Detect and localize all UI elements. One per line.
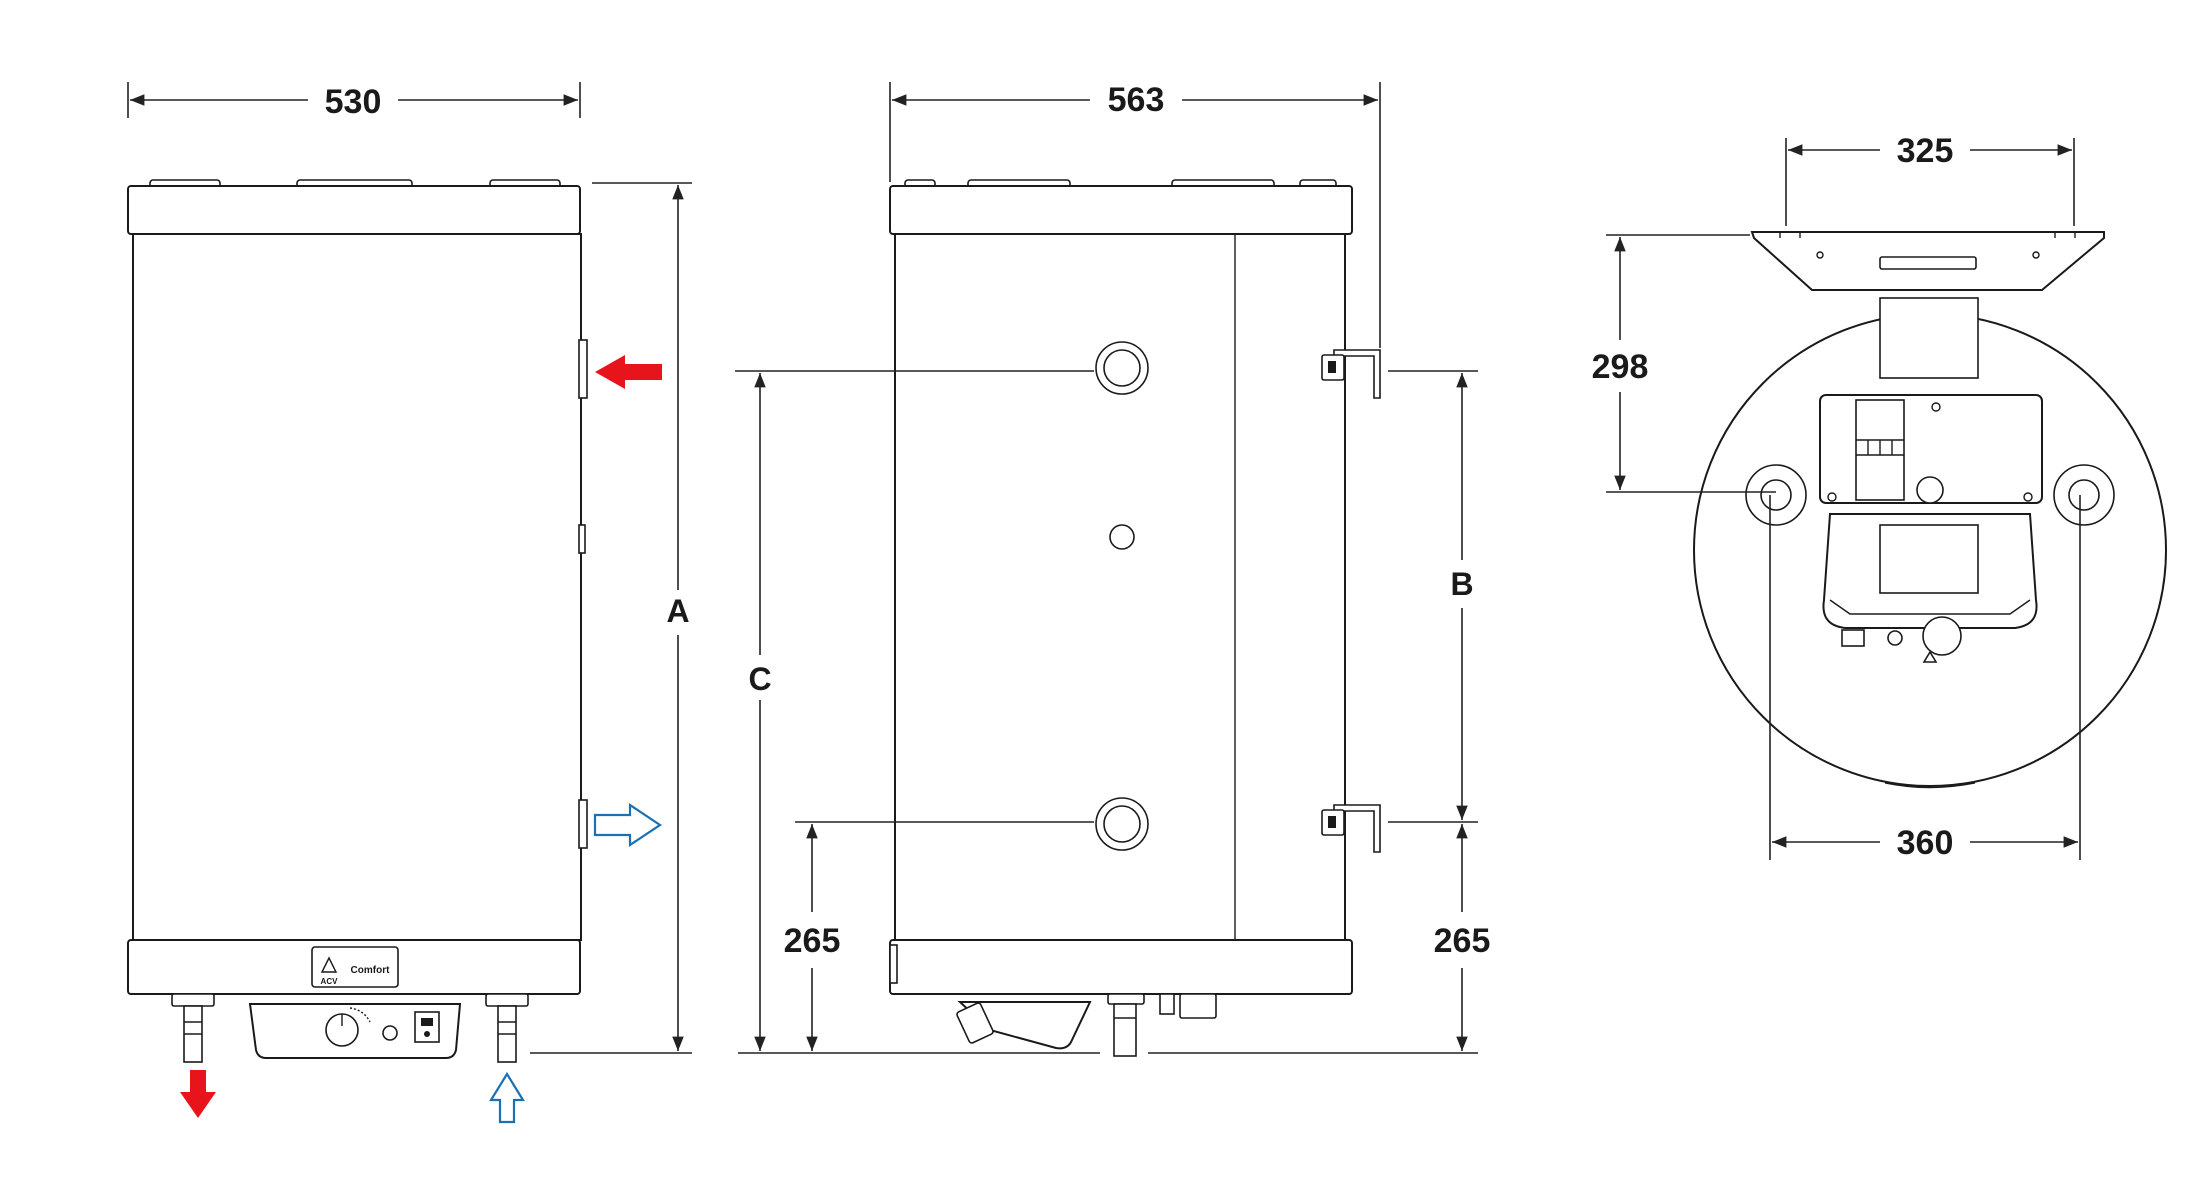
indicator-light <box>382 1025 398 1041</box>
dimension-height-b: B <box>1388 370 1478 823</box>
brand-badge <box>311 946 399 988</box>
primary-flow-in-arrow-icon <box>595 355 662 389</box>
side-control-box <box>957 1001 1092 1050</box>
top-view <box>1693 231 2167 789</box>
top-cover-plate <box>1879 297 1979 379</box>
model-name: Comfort <box>351 965 391 976</box>
front-tank-body <box>132 233 582 941</box>
label-height-b: B <box>1450 566 1473 602</box>
label-side-width: 563 <box>1108 81 1165 119</box>
label-bottom-left: 265 <box>784 922 841 960</box>
label-front-width: 530 <box>325 83 382 121</box>
front-view: ACV Comfort <box>127 179 588 1063</box>
label-top-spacing: 360 <box>1897 824 1954 862</box>
top-switch-icon <box>1841 629 1865 647</box>
side-top-cap <box>889 185 1353 235</box>
side-bottom-pipe <box>1113 1003 1137 1057</box>
brand-logo-icon <box>320 956 338 973</box>
hot-water-out-arrow-icon <box>180 1070 216 1118</box>
cold-water-in-arrow-icon <box>489 1071 525 1124</box>
label-height-a: A <box>666 593 689 629</box>
dimension-bottom-left: 265 <box>784 821 1094 1051</box>
brand-logo-text: ACV <box>321 977 339 986</box>
top-knob <box>1922 616 1962 656</box>
power-switch <box>414 1011 440 1043</box>
dimension-top-spacing: 360 <box>1769 495 2081 862</box>
label-top-depth: 298 <box>1592 348 1649 386</box>
primary-flow-out-arrow-icon <box>593 802 662 848</box>
dimension-height-c: C <box>735 370 1478 1054</box>
label-bottom-right: 265 <box>1434 922 1491 960</box>
sensor-port <box>1109 524 1135 550</box>
dimension-bottom-right: 265 <box>1434 824 1491 1051</box>
dimension-top-bracket: 325 <box>1785 132 2075 226</box>
side-bottom-cap <box>889 939 1353 995</box>
dimension-side-width: 563 <box>889 81 1381 348</box>
dimension-top-depth: 298 <box>1592 234 1776 493</box>
label-top-bracket: 325 <box>1897 132 1954 170</box>
front-top-cap <box>127 185 581 235</box>
dimension-front-width: 530 <box>127 82 581 121</box>
dimension-height-a: A <box>530 182 692 1054</box>
wall-bracket-upper <box>1321 349 1381 399</box>
wall-bracket-lower <box>1321 804 1381 853</box>
label-height-c: C <box>748 661 771 697</box>
side-view <box>889 179 1381 1057</box>
